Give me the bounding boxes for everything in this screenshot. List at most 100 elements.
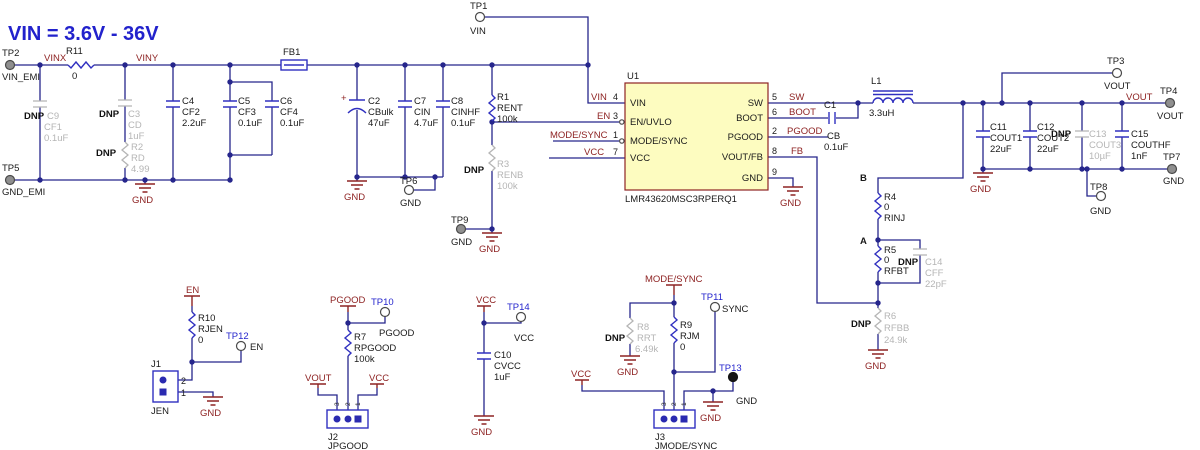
r9-value: 0 <box>680 342 685 353</box>
c5-name: CF3 <box>238 107 256 118</box>
u1-pinnum-8: 8 <box>772 146 777 156</box>
resistor-r5: R5 0 RFBT <box>873 245 909 277</box>
c8-ref: C8 <box>451 96 463 107</box>
r1-value: 100k <box>497 114 518 125</box>
c1-name: CB <box>827 131 840 142</box>
c3-ref: C3 <box>128 109 140 120</box>
testpoint-tp9: TP9 GND <box>451 215 472 248</box>
r10-value: 0 <box>198 335 203 346</box>
gnd-symbol <box>782 186 804 196</box>
j3-pin3-num: 3 <box>661 402 668 406</box>
j1-pin2-num: 2 <box>181 376 186 386</box>
u1-pin-boot: BOOT <box>736 113 763 124</box>
flag-pgood: PGOOD <box>330 295 366 306</box>
tp11-ref: TP11 <box>701 292 723 303</box>
c9-dnp: DNP <box>24 111 45 122</box>
l1-value: 3.3uH <box>869 108 894 119</box>
resistor-r11: R11 0 <box>66 46 95 82</box>
r8-name: RRT <box>637 333 657 344</box>
c2-plus: + <box>341 93 347 104</box>
modesync-block: MODE/SYNC DNP R8 RRT 6.49k GND R9 RJM 0 … <box>571 274 757 450</box>
c5-ref: C5 <box>238 96 250 107</box>
node-label-a: A <box>860 236 867 247</box>
c7-value: 4.7uF <box>414 118 438 129</box>
tp13-net: GND <box>736 396 757 407</box>
r5-value: 0 <box>884 255 889 266</box>
r7-name: RPGOOD <box>354 343 396 354</box>
u1-pin-en: EN/UVLO <box>630 117 672 128</box>
c9-name: CF1 <box>44 122 62 133</box>
c15-name: COUTHF <box>1131 140 1171 151</box>
gnd-label: GND <box>132 195 153 206</box>
r6-value: 24.9k <box>884 335 907 346</box>
j2-pin2-num: 2 <box>345 402 352 406</box>
c13-value: 10µF <box>1089 151 1111 162</box>
r4-name: RINJ <box>884 213 905 224</box>
j3-pin2-num: 2 <box>671 402 678 406</box>
testpoint-tp1: TP1 VIN <box>470 1 487 37</box>
net-label-vout: VOUT <box>1126 92 1153 103</box>
u1-pinnum-5: 5 <box>772 92 777 102</box>
r3-dnp: DNP <box>464 165 485 176</box>
j2-pin2-pad <box>344 415 352 423</box>
pin-bubble-icon <box>618 119 625 125</box>
r10-name: RJEN <box>198 324 223 335</box>
u1-pinnum-4: 4 <box>613 92 618 102</box>
net-label-sw: SW <box>789 92 804 103</box>
testpoint-tp5: TP5 GND_EMI <box>2 163 45 198</box>
c3-value: 1uF <box>128 131 145 142</box>
resistor-r4: R4 0 RINJ <box>873 192 905 224</box>
u1-part: LMR43620MSC3RPERQ1 <box>625 194 737 205</box>
gnd-symbol <box>473 415 495 425</box>
j3-name: JMODE/SYNC <box>655 441 717 450</box>
j2-pin3-num: 3 <box>334 402 341 406</box>
gnd-label: GND <box>970 184 991 195</box>
c1-ref: C1 <box>824 100 836 111</box>
net-label-en: EN <box>597 111 610 122</box>
capacitor-c3-dnp: DNP C3 CD 1uF <box>99 99 145 142</box>
c11-value: 22uF <box>990 144 1012 155</box>
c2-ref: C2 <box>368 96 380 107</box>
tp2-pad-icon <box>4 59 16 71</box>
tp9-net: GND <box>451 237 472 248</box>
gnd-label: GND <box>865 361 886 372</box>
gnd-label: GND <box>200 408 221 419</box>
r8-ref: R8 <box>637 322 649 333</box>
c12-ref: C12 <box>1037 122 1054 133</box>
j2-pin3-pad <box>333 415 341 423</box>
c9-value: 0.1uF <box>44 133 68 144</box>
u1-ref: U1 <box>627 71 639 82</box>
net-label-fb: FB <box>791 146 803 157</box>
c13-ref: C13 <box>1089 129 1106 140</box>
inductor-l1: L1 3.3uH <box>869 76 914 119</box>
vcc-block: VCC TP14 VCC C10 CVCC 1uF GND <box>471 295 534 438</box>
tp3-ref: TP3 <box>1107 56 1124 67</box>
j2-pin1-pad <box>354 415 362 423</box>
u1-pinnum-7: 7 <box>613 147 618 157</box>
tp7-ref: TP7 <box>1163 152 1180 163</box>
u1-pinnum-6: 6 <box>772 107 777 117</box>
junction-dots <box>37 62 1125 394</box>
tp7-net: GND <box>1163 176 1184 187</box>
en-block: EN R10 RJEN 0 TP12 EN 2 1 J1 JEN GND <box>151 285 263 419</box>
j3-ref: J3 <box>655 432 665 443</box>
capacitor-c11: C11 COUT1 22uF <box>976 122 1022 155</box>
tp2-ref: TP2 <box>2 48 19 59</box>
capacitor-c8: C8 CINHF 0.1uF <box>436 96 480 129</box>
gnd-label: GND <box>344 192 365 203</box>
r10-ref: R10 <box>198 313 215 324</box>
tp5-net: GND_EMI <box>2 187 45 198</box>
u1-pin-modesync: MODE/SYNC <box>630 136 688 147</box>
j3-pin3-pad <box>660 415 668 423</box>
c11-name: COUT1 <box>990 133 1022 144</box>
testpoint-tp8: TP8 GND <box>1090 182 1111 217</box>
net-label-vin: VIN <box>591 92 607 103</box>
c10-ref: C10 <box>494 350 511 361</box>
c8-value: 0.1uF <box>451 118 475 129</box>
testpoint-tp3: TP3 VOUT <box>1104 56 1131 92</box>
c7-name: CIN <box>414 107 431 118</box>
j1-pin1-pad <box>159 388 167 396</box>
j1-pin2-pad <box>159 376 167 384</box>
c14-dnp: DNP <box>898 257 919 268</box>
tp8-net: GND <box>1090 206 1111 217</box>
